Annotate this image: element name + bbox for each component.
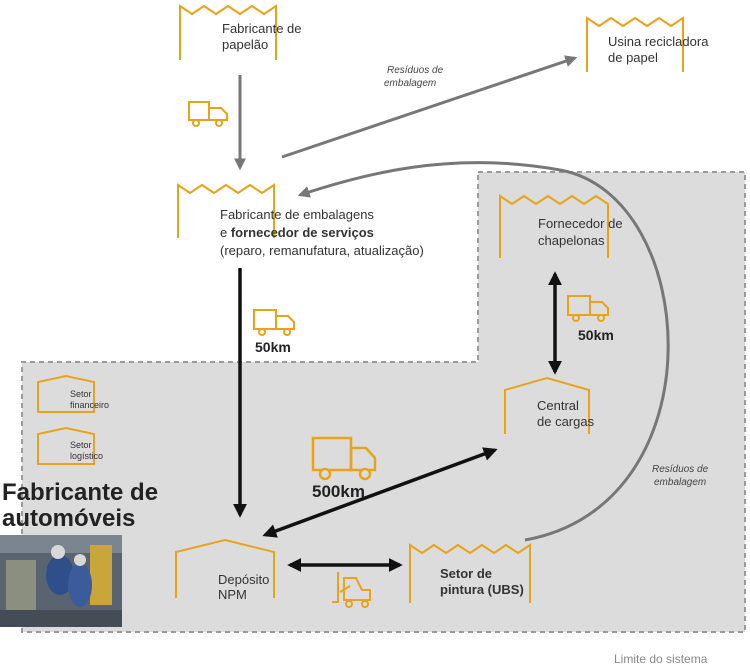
waste-label-right-line2: embalagem: [654, 477, 706, 488]
chapelona-supplier-line1: Fornecedor de: [538, 216, 623, 231]
automaker-title-line2: automóveis: [2, 505, 135, 532]
assembly-line-photo: [0, 535, 122, 627]
packaging-maker-line2-bold: fornecedor de serviços: [231, 225, 374, 240]
packaging-maker-line3: (reparo, remanufatura, atualização): [220, 243, 424, 258]
packaging-maker-line2: e fornecedor de serviços: [220, 225, 374, 240]
logistics-sector-node: Setor logístico: [37, 426, 103, 465]
truck-icon: [311, 436, 377, 481]
packaging-maker-line1: Fabricante de embalagens: [220, 207, 374, 222]
factory-icon: [409, 543, 531, 603]
forklift-icon: [332, 572, 371, 608]
npm-depot-node: Depósito NPM: [175, 538, 275, 602]
building-icon: [37, 426, 95, 465]
cargo-center-line1: Central: [537, 398, 579, 413]
recycling-plant-line1: Usina recicladora: [608, 34, 709, 49]
waste-label-top-line1: Resíduos de: [387, 65, 444, 76]
cardboard-maker-node: Fabricante de papelão: [179, 4, 302, 60]
distance-label-500km: 500km: [312, 482, 365, 501]
distance-label-50km-left: 50km: [255, 339, 291, 355]
finance-sector-line1: Setor: [70, 389, 92, 399]
recycling-plant-line2: de papel: [608, 50, 658, 65]
logistics-sector-line1: Setor: [70, 440, 92, 450]
cardboard-maker-line1: Fabricante de: [222, 21, 302, 36]
factory-icon: [499, 194, 609, 258]
paint-sector-line1: Setor de: [440, 566, 492, 581]
automaker-title-line1: Fabricante de: [2, 479, 158, 506]
chapelona-supplier-line2: chapelonas: [538, 233, 605, 248]
warehouse-icon: [504, 376, 590, 434]
logistics-sector-line2: logístico: [70, 451, 103, 461]
waste-return-arrow: [297, 161, 670, 542]
factory-icon: [177, 183, 275, 238]
warehouse-icon: [175, 538, 275, 598]
waste-label-top-line2: embalagem: [384, 78, 436, 89]
factory-icon: [179, 4, 277, 60]
paint-sector-node: Setor de pintura (UBS): [409, 543, 531, 603]
finance-sector-line2: financeiro: [70, 400, 109, 410]
recycling-plant-node: Usina recicladora de papel: [586, 16, 709, 72]
chapelona-supplier-node: Fornecedor de chapelonas: [499, 194, 623, 258]
system-limit-label: Limite do sistema: [614, 652, 708, 666]
cargo-center-line2: de cargas: [537, 414, 595, 429]
npm-depot-line2: NPM: [218, 587, 247, 602]
factory-icon: [586, 16, 684, 72]
distance-label-50km-right: 50km: [578, 327, 614, 343]
depot-cargo-arrow: [262, 447, 498, 538]
npm-depot-line1: Depósito: [218, 572, 269, 587]
packaging-maker-node: Fabricante de embalagens e fornecedor de…: [177, 183, 424, 258]
system-boundary: [21, 171, 746, 633]
paint-sector-line2: pintura (UBS): [440, 582, 524, 597]
cardboard-maker-line2: papelão: [222, 37, 268, 52]
waste-label-right-line1: Resíduos de: [652, 464, 709, 475]
cargo-center-node: Central de cargas: [504, 376, 595, 434]
truck-icon: [567, 295, 609, 322]
waste-to-recycler-arrow: [281, 55, 578, 159]
building-icon: [37, 374, 95, 413]
packaging-maker-line2-prefix: e: [220, 225, 231, 240]
finance-sector-node: Setor financeiro: [37, 374, 109, 413]
truck-icon: [253, 309, 295, 336]
truck-icon: [188, 101, 228, 127]
